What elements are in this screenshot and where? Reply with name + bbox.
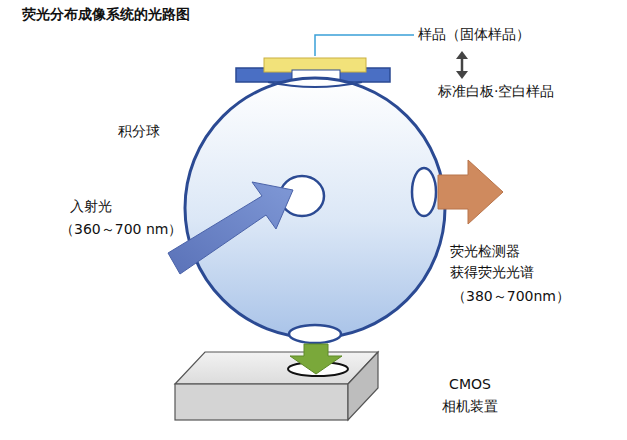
camera-label: CMOS [449, 376, 491, 393]
detector-label: 荧光检测器 [450, 243, 520, 260]
sample-label: 样品（固体样品） [418, 26, 530, 43]
camera-front [175, 384, 348, 420]
integrating-sphere [185, 78, 445, 338]
camera-top [175, 352, 378, 384]
reference-label: 标准白板·空白样品 [438, 83, 554, 100]
camera-port [289, 325, 341, 343]
wavelength-range: （360～700 nm） [60, 221, 182, 238]
leader-line [315, 35, 414, 56]
wavelength-range: （380～700nm） [452, 288, 570, 305]
incident-label: 入射光 [70, 198, 112, 215]
spectrum-label: 获得荧光光谱 [450, 264, 534, 281]
camera-light-arrow [290, 344, 342, 374]
sphere-neck [268, 82, 362, 87]
fluorescence-arrow [438, 160, 503, 224]
incident-light-arrow [168, 182, 293, 274]
detector-port [412, 168, 436, 216]
camera-side [348, 352, 378, 420]
camera-label: 相机装置 [442, 398, 498, 415]
sphere-label: 积分球 [118, 123, 160, 140]
swap-arrow [456, 51, 468, 79]
figure-title: 荧光分布成像系统的光路图 [22, 6, 190, 23]
